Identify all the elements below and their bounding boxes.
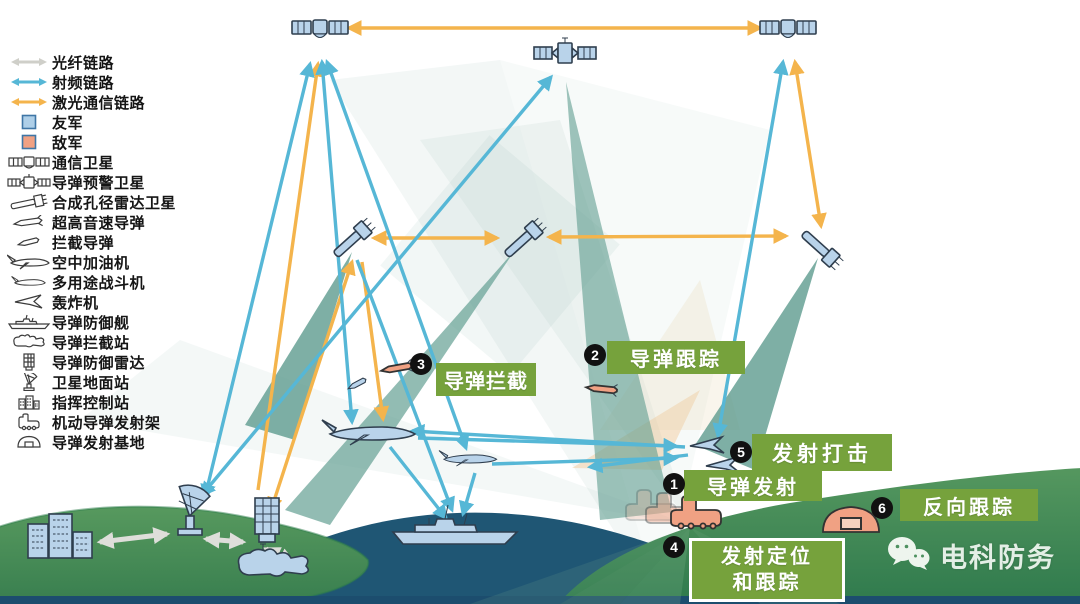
missile-launch-base [822,506,880,533]
label-missile-launch: 导弹发射 [684,470,822,501]
fiber-link-arrow-icon [6,56,52,68]
legend-item-rf-link: 射频链路 [6,72,176,92]
hypersonic-missile-tracked [583,384,618,397]
comm-satellite-icon [6,154,52,170]
watermark: 电科防务 [886,534,1056,577]
hypersonic-missile-icon [6,215,52,229]
interceptor-missile [346,377,367,390]
laser-link-arrow-icon [6,96,52,108]
enemy-square-icon [6,134,52,150]
legend-item-missile-launch-base: 导弹发射基地 [6,432,176,452]
rf-link-arrow-icon [6,76,52,88]
missile-defense-radar [254,497,280,543]
label-reverse-tracking: 反向跟踪 [900,489,1038,521]
legend-item-aerial-tanker: 空中加油机 [6,252,176,272]
friendly-square-icon [6,114,52,130]
step-badge-1: 1 [663,473,685,495]
legend-item-missile-warning-satellite: 导弹预警卫星 [6,172,176,192]
bomber-icon [6,294,52,310]
legend-item-missile-defense-radar: 导弹防御雷达 [6,352,176,372]
label-missile-interception: 导弹拦截 [436,363,536,396]
legend-item-friendly: 友军 [6,112,176,132]
sar-satellite-icon [6,193,52,211]
legend-item-hypersonic-missile: 超高音速导弹 [6,212,176,232]
legend-item-missile-intercept-station: 导弹拦截站 [6,332,176,352]
mobile-missile-launcher-icon [6,413,52,431]
aerial-tanker-icon [6,253,52,271]
missile-launch-base-icon [6,434,52,450]
satellite-ground-station [177,484,211,536]
missile-warning-satellite [533,37,597,64]
missile-intercept-station-icon [6,333,52,351]
missile-defense-ship-icon [6,314,52,330]
legend-item-fiber-link: 光纤链路 [6,52,176,72]
missile-intercept-station [237,543,310,577]
multirole-fighter [438,450,498,467]
comm-satellite-left [291,19,349,39]
missile-defense-radar-icon [6,353,52,371]
command-control-station [27,513,93,559]
step-badge-5: 5 [730,441,752,463]
legend-item-command-control-station: 指挥控制站 [6,392,176,412]
rf-links [199,58,789,521]
label-launch-localization-tracking: 发射定位 和跟踪 [689,538,845,602]
legend-item-comm-satellite: 通信卫星 [6,152,176,172]
interceptor-missile-icon [6,236,52,248]
legend-item-enemy: 敌军 [6,132,176,152]
legend-item-bomber: 轰炸机 [6,292,176,312]
missile-defense-ship [391,504,519,545]
step-badge-2: 2 [584,344,606,366]
satellite-ground-station-icon [6,373,52,391]
sar-satellite-left [333,217,376,258]
sar-satellite-middle [504,217,547,258]
multirole-fighter-icon [6,275,52,289]
legend-item-mobile-missile-launcher: 机动导弹发射架 [6,412,176,432]
legend-item-laser-link: 激光通信链路 [6,92,176,112]
bomber-1 [689,435,725,454]
label-missile-tracking: 导弹跟踪 [607,341,745,374]
aerial-tanker [321,419,417,446]
sar-satellite-right [801,230,844,271]
legend-item-missile-defense-ship: 导弹防御舰 [6,312,176,332]
legend-item-interceptor-missile: 拦截导弹 [6,232,176,252]
step-badge-4: 4 [663,536,685,558]
legend: 光纤链路 射频链路 激光通信链路 友军 敌军 通信卫星 导弹预警卫星 [6,52,176,452]
watermark-brand: 电科防务 [940,543,1056,573]
legend-item-sar-satellite: 合成孔径雷达卫星 [6,192,176,212]
command-control-station-icon [6,393,52,411]
comm-satellite-right [759,19,817,39]
step-badge-6: 6 [871,497,893,519]
wechat-icon [886,534,932,577]
missile-warning-satellite-icon [6,174,52,190]
earth-edge-strip [0,596,1080,604]
step-badge-3: 3 [410,353,432,375]
label-launch-strike: 发射打击 [752,434,892,471]
legend-item-multirole-fighter: 多用途战斗机 [6,272,176,292]
legend-item-satellite-ground-station: 卫星地面站 [6,372,176,392]
